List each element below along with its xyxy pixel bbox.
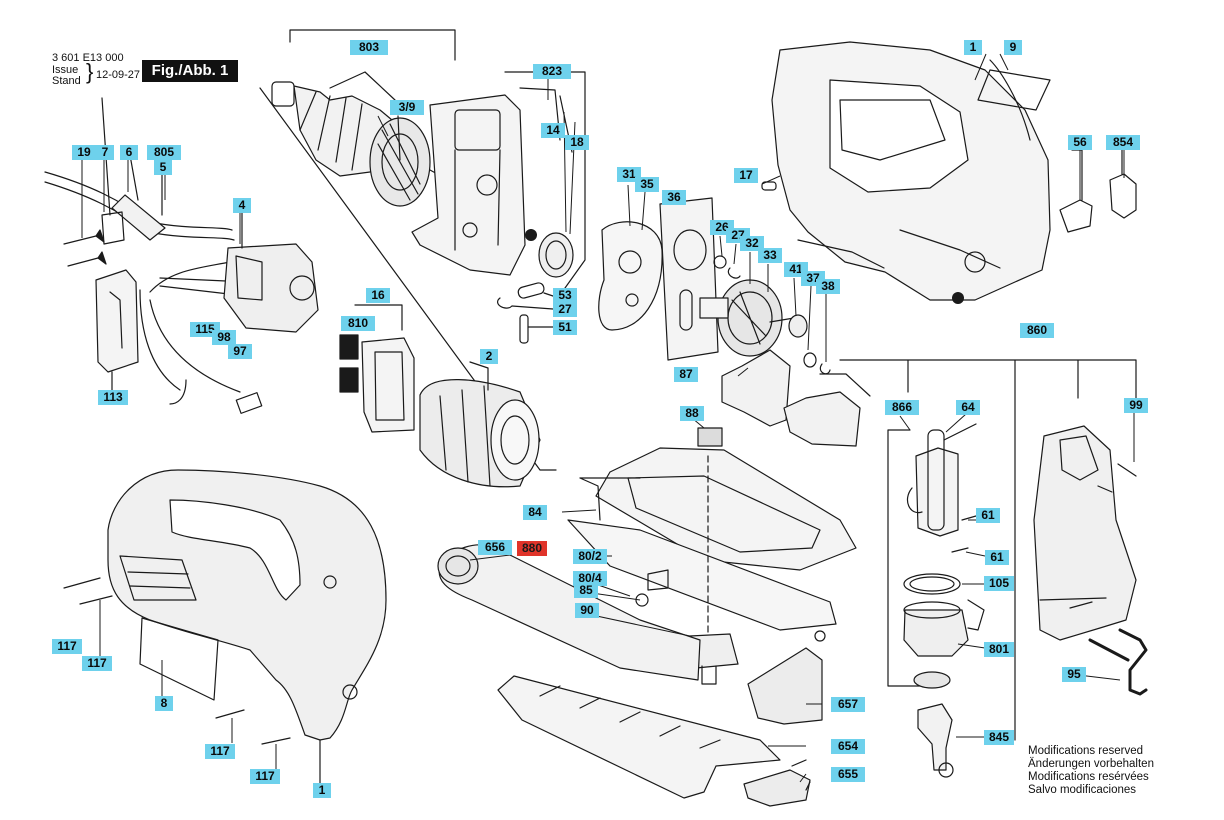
callout-95: 95 — [1062, 667, 1086, 682]
stand-label: Stand — [52, 75, 81, 87]
figure-badge: Fig./Abb. 1 — [142, 60, 238, 82]
callout-1-handle: 1 — [313, 783, 331, 798]
callout-36: 36 — [662, 190, 686, 205]
callout-117-b: 117 — [82, 656, 112, 671]
callout-113: 113 — [98, 390, 128, 405]
callout-97: 97 — [228, 344, 252, 359]
modification-notes: Modifications reserved Änderungen vorbeh… — [1028, 745, 1154, 797]
callout-9: 9 — [1004, 40, 1022, 55]
issue-label: Issue — [52, 64, 79, 76]
callout-35: 35 — [635, 177, 659, 192]
callout-32: 32 — [740, 236, 764, 251]
callout-823: 823 — [533, 64, 571, 79]
callout-16: 16 — [366, 288, 390, 303]
callout-801: 801 — [984, 642, 1014, 657]
callout-117-d: 117 — [250, 769, 280, 784]
callout-53: 53 — [553, 288, 577, 303]
callout-866: 866 — [885, 400, 919, 415]
callout-803: 803 — [350, 40, 388, 55]
issue-date: 12-09-27 — [96, 69, 141, 81]
note-en: Modifications reserved — [1028, 745, 1144, 757]
callout-38: 38 — [816, 279, 840, 294]
callout-84: 84 — [523, 505, 547, 520]
callout-657: 657 — [831, 697, 865, 712]
callout-88: 88 — [680, 406, 704, 421]
callout-61-lower: 61 — [985, 550, 1009, 565]
brace-glyph: } — [86, 59, 94, 84]
part-number: 3 601 E13 000 — [52, 52, 124, 64]
callout-90: 90 — [575, 603, 599, 618]
callout-810: 810 — [341, 316, 375, 331]
callout-105: 105 — [984, 576, 1014, 591]
callout-64: 64 — [956, 400, 980, 415]
callout-854: 854 — [1106, 135, 1140, 150]
callout-51: 51 — [553, 320, 577, 335]
note-es: Salvo modificaciones — [1028, 784, 1137, 796]
callout-18: 18 — [565, 135, 589, 150]
callout-5: 5 — [154, 160, 172, 175]
callout-8: 8 — [155, 696, 173, 711]
callout-1-housing: 1 — [964, 40, 982, 55]
callout-4: 4 — [233, 198, 251, 213]
note-fr: Modifications resérvées — [1028, 771, 1149, 783]
note-de: Änderungen vorbehalten — [1028, 758, 1154, 770]
callout-14: 14 — [541, 123, 565, 138]
armature-part — [271, 81, 453, 207]
callout-3-9: 3/9 — [390, 100, 424, 115]
callout-98: 98 — [212, 330, 236, 345]
callout-6: 6 — [120, 145, 138, 160]
callout-656: 656 — [478, 540, 512, 555]
callout-655: 655 — [831, 767, 865, 782]
callout-33: 33 — [758, 248, 782, 263]
callout-17: 17 — [734, 168, 758, 183]
callout-87: 87 — [674, 367, 698, 382]
callout-19: 19 — [72, 145, 96, 160]
callout-805: 805 — [147, 145, 181, 160]
callout-85: 85 — [574, 583, 598, 598]
callout-7: 7 — [96, 145, 114, 160]
callout-845: 845 — [984, 730, 1014, 745]
callout-2: 2 — [480, 349, 498, 364]
callout-80-2: 80/2 — [573, 549, 607, 564]
callout-860: 860 — [1020, 323, 1054, 338]
callout-80-4: 80/4 — [573, 571, 607, 586]
callout-56: 56 — [1068, 135, 1092, 150]
callout-880-highlighted: 880 — [517, 541, 547, 556]
callout-99: 99 — [1124, 398, 1148, 413]
callout-117-a: 117 — [52, 639, 82, 654]
callout-654: 654 — [831, 739, 865, 754]
callout-61-upper: 61 — [976, 508, 1000, 523]
callout-117-c: 117 — [205, 744, 235, 759]
callout-27-clip: 27 — [553, 302, 577, 317]
